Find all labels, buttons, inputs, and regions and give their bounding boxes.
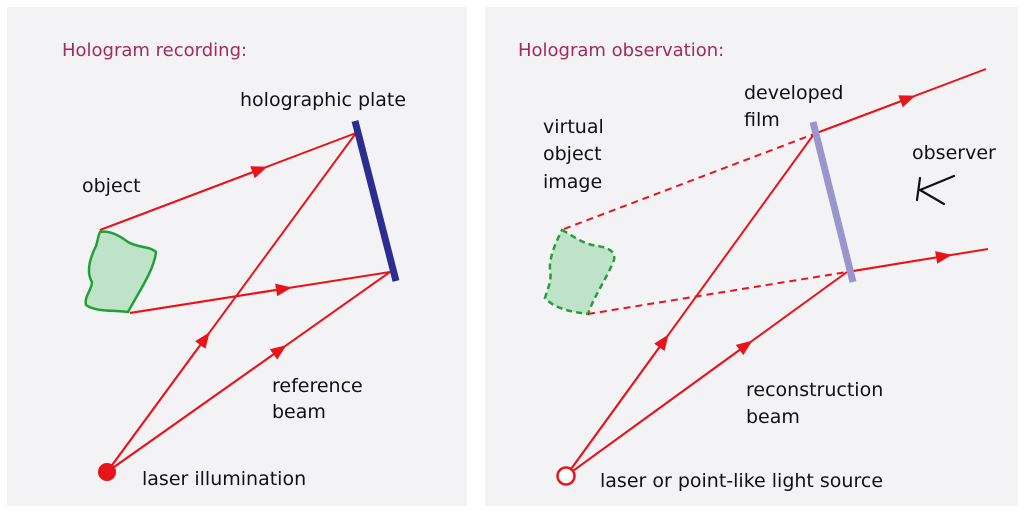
reconstruction-beam-1-arrow xyxy=(565,334,669,477)
film-label-line2: film xyxy=(744,109,780,131)
recording-title: Hologram recording: xyxy=(62,40,247,61)
virtual-ray-upper xyxy=(563,133,815,230)
reconstruction-label-line2: beam xyxy=(746,406,800,428)
virtual-ray-lower xyxy=(587,271,848,315)
virtual-label-line3: image xyxy=(543,171,602,193)
laser-illumination-label: laser illumination xyxy=(142,468,306,490)
plate-label: holographic plate xyxy=(240,89,406,111)
object-shape xyxy=(84,230,158,314)
output-beam-lower-arrow xyxy=(846,251,952,273)
observation-title: Hologram observation: xyxy=(518,40,724,61)
reference-label-line2: beam xyxy=(272,401,326,423)
object-label: object xyxy=(82,175,141,197)
virtual-label-line2: object xyxy=(543,143,602,165)
eye-icon xyxy=(915,174,956,206)
reference-beam-2-arrow xyxy=(106,345,287,473)
filled-circle-icon xyxy=(98,463,116,481)
reconstruction-beam-2-arrow xyxy=(565,340,753,477)
open-circle-icon xyxy=(556,466,576,486)
point-source-label: laser or point-like light source xyxy=(600,470,883,492)
output-beam-upper-arrow xyxy=(813,95,916,135)
film-label-line1: developed xyxy=(744,82,843,104)
reference-beam-1-arrow xyxy=(106,332,210,473)
virtual-label-line1: virtual xyxy=(543,116,604,138)
reconstruction-label-line1: reconstruction xyxy=(746,379,883,401)
developed-film xyxy=(809,121,857,283)
reference-label-line1: reference xyxy=(272,375,363,397)
object-beam-lower-arrow xyxy=(129,283,292,314)
virtual-object-shape xyxy=(543,228,616,316)
object-beam-upper-arrow xyxy=(99,166,268,231)
observer-label: observer xyxy=(912,142,996,164)
holographic-plate xyxy=(351,120,400,282)
